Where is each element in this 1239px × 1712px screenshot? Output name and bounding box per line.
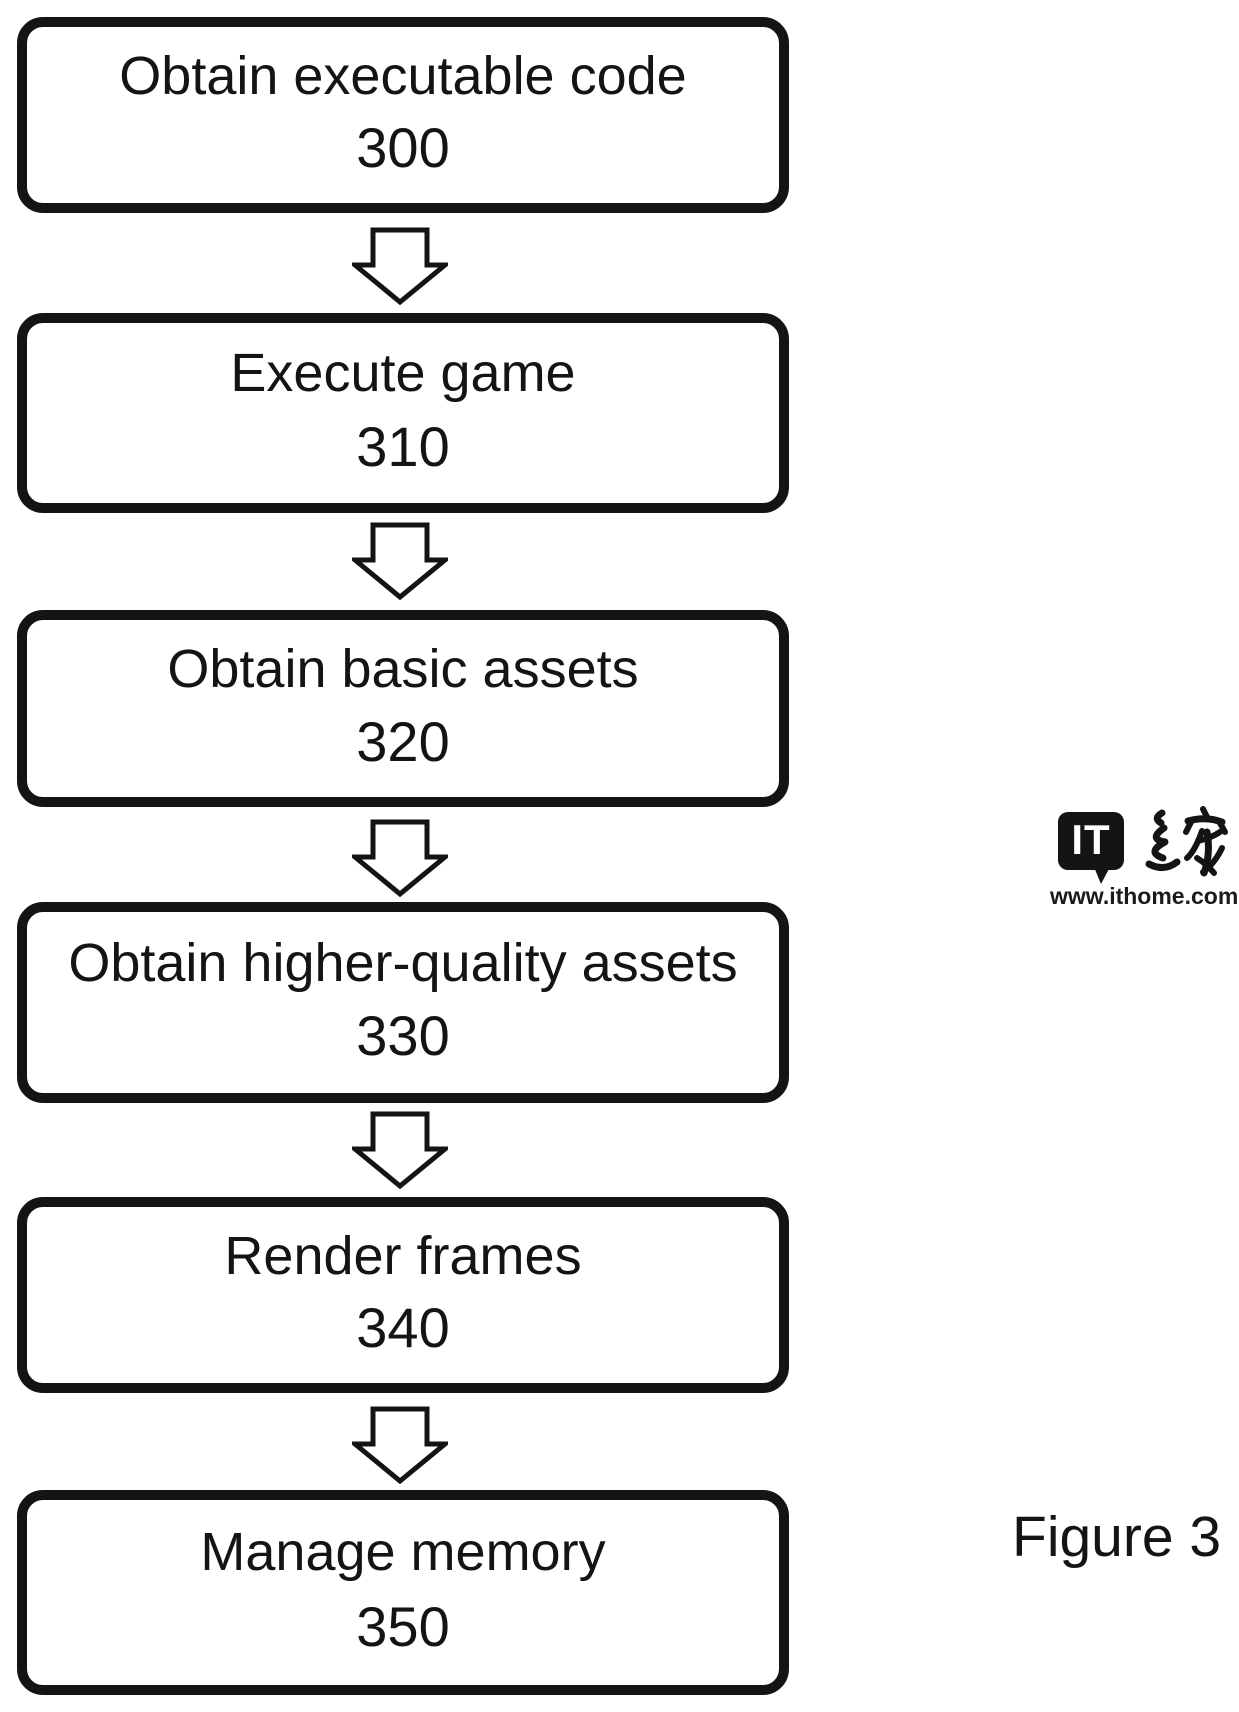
step-number: 320: [356, 709, 450, 773]
figure-caption: Figure 3: [1012, 1505, 1222, 1569]
down-arrow-icon: [352, 522, 448, 600]
step-number: 310: [356, 414, 450, 478]
ithome-url-text: www.ithome.com: [1050, 883, 1239, 909]
down-arrow-icon: [352, 227, 448, 305]
down-arrow-icon: [352, 1406, 448, 1484]
step-label: Render frames: [224, 1226, 582, 1287]
ithome-calligraphy-icon: [1145, 806, 1228, 877]
step-number: 340: [356, 1295, 450, 1359]
down-arrow-icon: [352, 1111, 448, 1189]
step-number: 350: [356, 1594, 450, 1658]
flow-step-340: Render frames 340: [17, 1197, 789, 1393]
step-label: Obtain higher-quality assets: [68, 932, 738, 993]
flow-step-350: Manage memory 350: [17, 1490, 789, 1695]
flow-step-310: Execute game 310: [17, 313, 789, 513]
step-number: 330: [356, 1004, 450, 1068]
flow-step-320: Obtain basic assets 320: [17, 610, 789, 807]
step-number: 300: [356, 115, 450, 179]
ithome-logo-text: IT: [1071, 816, 1111, 863]
step-label: Obtain basic assets: [167, 639, 639, 700]
flow-step-330: Obtain higher-quality assets 330: [17, 902, 789, 1103]
ithome-logo-bubble: IT: [1058, 812, 1124, 884]
step-label: Obtain executable code: [119, 46, 687, 107]
step-label: Execute game: [230, 343, 576, 404]
flow-step-300: Obtain executable code 300: [17, 17, 789, 213]
down-arrow-icon: [352, 819, 448, 897]
step-label: Manage memory: [200, 1522, 606, 1583]
